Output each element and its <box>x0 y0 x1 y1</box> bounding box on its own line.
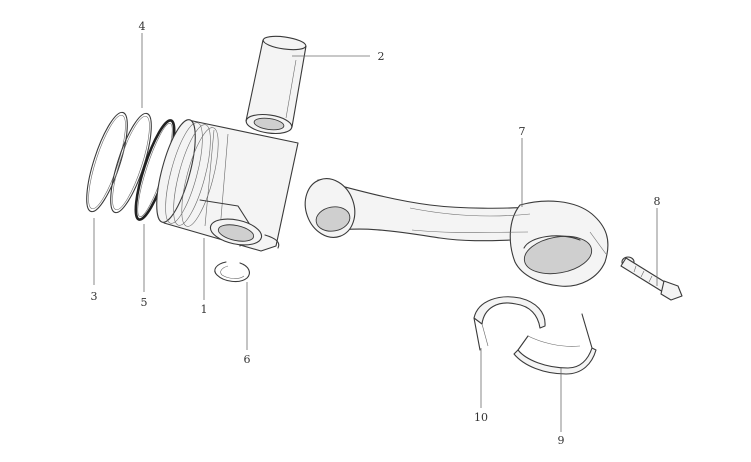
ring-3 <box>86 111 128 213</box>
connecting-rod <box>304 178 609 287</box>
bearing-shell-lower <box>513 313 597 375</box>
callout-6: 6 <box>244 353 251 366</box>
callout-4: 4 <box>139 20 146 33</box>
callout-10: 10 <box>474 411 488 424</box>
leader-lines <box>93 33 658 432</box>
callout-9: 9 <box>558 434 565 447</box>
rod-bolt <box>620 256 683 301</box>
piston <box>156 119 299 252</box>
callout-5: 5 <box>141 296 148 309</box>
callout-1: 1 <box>201 303 208 316</box>
callout-2: 2 <box>378 50 385 63</box>
callout-3: 3 <box>91 290 98 303</box>
callout-7: 7 <box>519 125 526 138</box>
callout-8: 8 <box>654 195 661 208</box>
snap-ring <box>214 261 250 283</box>
bearing-shell-upper <box>473 296 546 351</box>
piston-pin <box>245 35 307 135</box>
